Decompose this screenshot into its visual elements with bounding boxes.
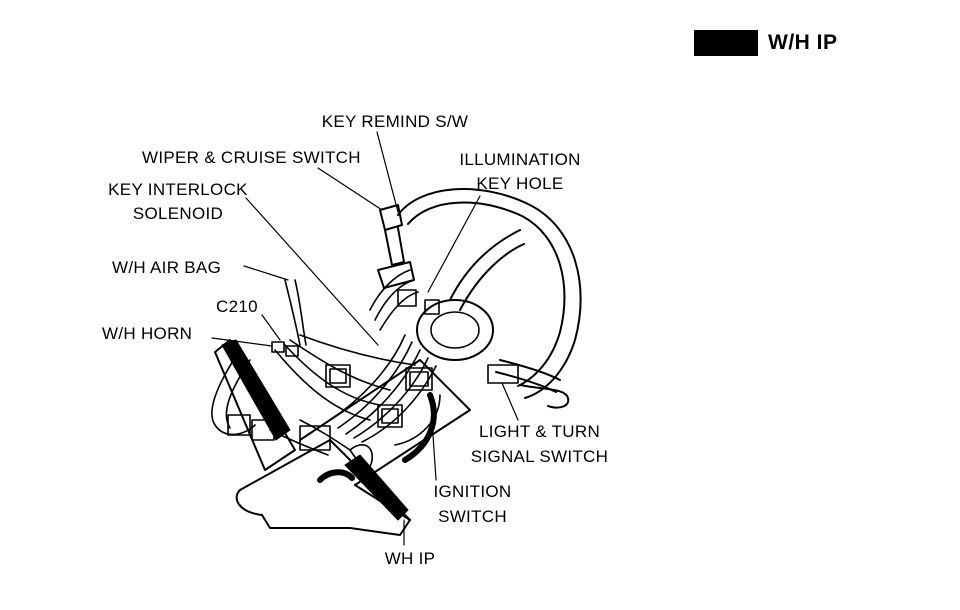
label-ignition: IGNITION [433, 482, 512, 501]
label-c210: C210 [216, 297, 258, 316]
label-switch: SWITCH [438, 507, 507, 526]
harness-bundles [221, 339, 437, 521]
section-tab-marker [694, 30, 758, 56]
label-key-hole: KEY HOLE [476, 174, 564, 193]
label-light-turn: LIGHT & TURN [478, 422, 601, 441]
label-wh-air-bag: W/H AIR BAG [112, 258, 222, 277]
label-wh-horn: W/H HORN [102, 324, 193, 343]
wiper-cruise-stalk [377, 204, 415, 289]
label-signal-switch: SIGNAL SWITCH [470, 447, 609, 466]
page-title: W/H IP [768, 31, 838, 54]
label-solenoid: SOLENOID [132, 204, 224, 223]
leader-lines [211, 131, 519, 546]
label-wiper-cruise-switch: WIPER & CRUISE SWITCH [142, 148, 361, 167]
steering-wheel [397, 188, 582, 409]
label-wh-ip: WH IP [384, 549, 436, 568]
connectors [227, 289, 519, 451]
label-key-interlock: KEY INTERLOCK [108, 180, 248, 199]
label-illumination: ILLUMINATION [459, 150, 581, 169]
label-key-remind-switch: KEY REMIND S/W [321, 112, 469, 131]
